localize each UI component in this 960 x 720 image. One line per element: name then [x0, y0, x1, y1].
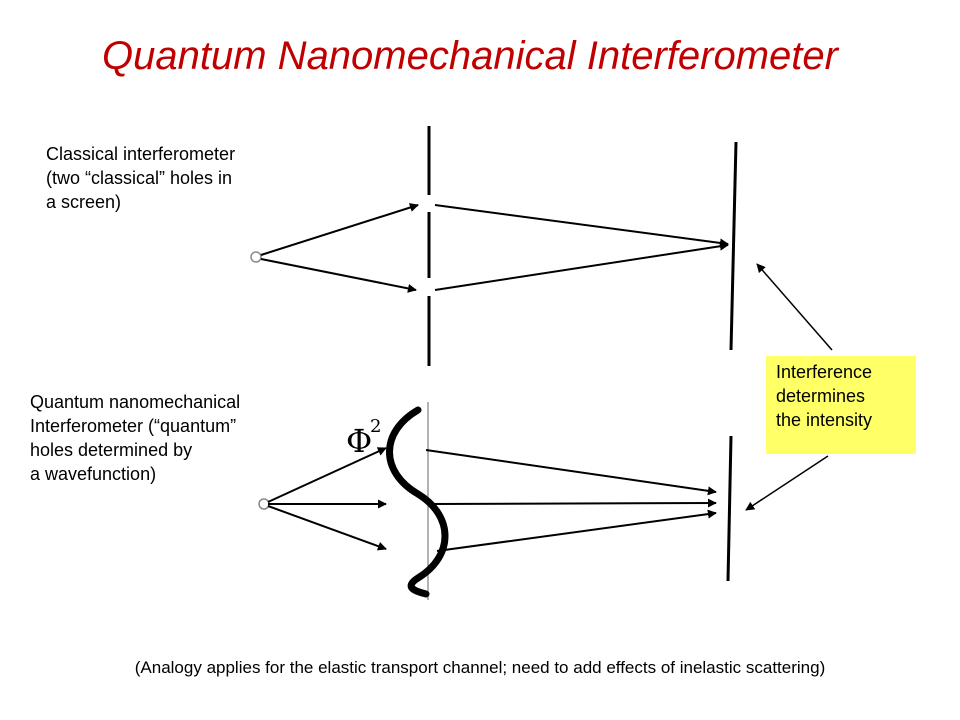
callout-arrow-classical [756, 263, 833, 351]
quantum-ray-middle-out [431, 498, 717, 508]
classical-label-line: (two “classical” holes in [46, 168, 233, 188]
classical-interferometer [250, 126, 738, 366]
classical-interferometer-label: Classical interferometer (two “classical… [46, 142, 235, 214]
quantum-ray-upper-out [425, 449, 717, 496]
quantum-ray-lower-in [267, 505, 387, 551]
callout-line: determines [776, 386, 866, 406]
quantum-label-line: holes determined by [30, 440, 193, 460]
quantum-ray-lower-out [436, 509, 717, 552]
quantum-label-line: Interferometer (“quantum” [30, 416, 237, 436]
quantum-source [258, 498, 270, 510]
quantum-label-line: a wavefunction) [30, 464, 157, 484]
classical-source [250, 251, 262, 263]
slide-title: Quantum Nanomechanical Interferometer [102, 34, 838, 78]
phi-symbol: Φ [346, 422, 372, 460]
quantum-interferometer: Φ 2 [258, 402, 733, 600]
classical-ray-upper-in [260, 203, 419, 256]
footnote: (Analogy applies for the elastic transpo… [134, 658, 826, 677]
quantum-ray-upper-in [267, 447, 387, 503]
interference-callout-box: Interference determines the intensity [766, 356, 916, 454]
classical-detector-screen [729, 141, 738, 351]
classical-label-line: Classical interferometer [46, 144, 236, 164]
callout-arrow-quantum [745, 455, 829, 511]
quantum-detector-screen [726, 435, 733, 582]
quantum-label-line: Quantum nanomechanical [30, 392, 241, 412]
callout-line: the intensity [776, 410, 873, 430]
phi-exponent: 2 [370, 416, 381, 437]
classical-ray-upper-out [434, 204, 729, 248]
classical-label-line: a screen) [46, 192, 122, 212]
classical-ray-lower-in [260, 258, 417, 293]
callout-line: Interference [776, 362, 873, 382]
classical-ray-lower-out [434, 241, 729, 291]
wavefunction-curve [386, 406, 449, 598]
quantum-interferometer-label: Quantum nanomechanical Interferometer (“… [30, 390, 240, 486]
